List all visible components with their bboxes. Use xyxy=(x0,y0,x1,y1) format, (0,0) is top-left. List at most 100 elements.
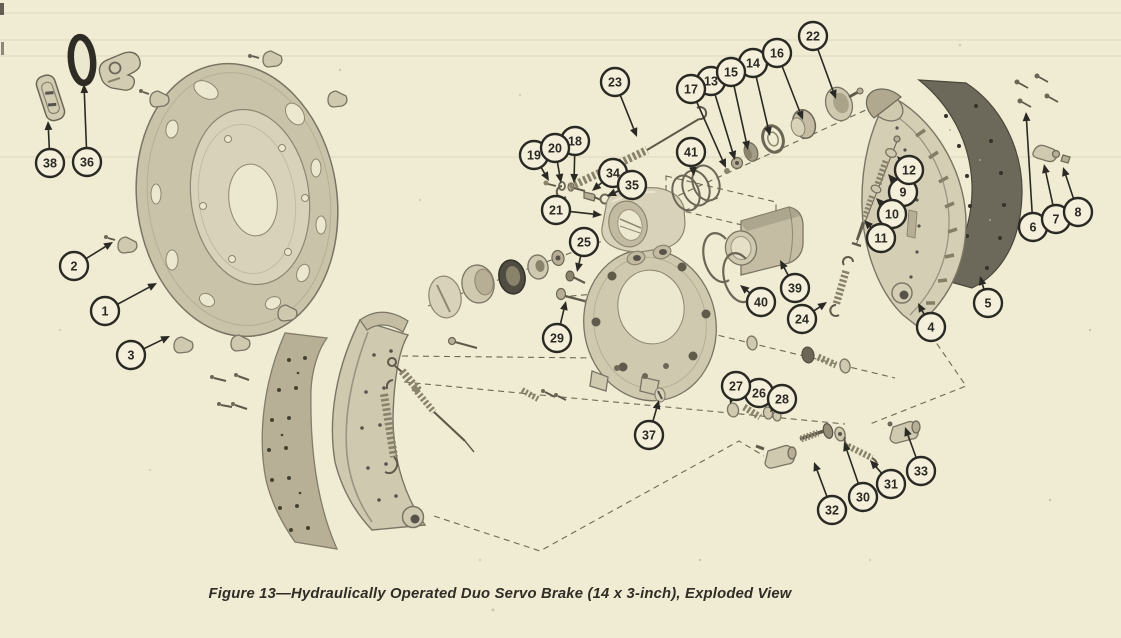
callout-2: 2 xyxy=(58,242,113,282)
svg-text:39: 39 xyxy=(788,282,802,296)
svg-text:16: 16 xyxy=(770,47,784,61)
callout-33: 33 xyxy=(904,427,937,487)
svg-text:31: 31 xyxy=(884,478,898,492)
brake-lining-left xyxy=(261,332,339,550)
callout-30: 30 xyxy=(843,442,879,513)
svg-text:35: 35 xyxy=(625,179,639,193)
svg-text:36: 36 xyxy=(80,156,94,170)
grommet xyxy=(67,33,97,87)
svg-text:29: 29 xyxy=(550,332,564,346)
sleeve-cylinder xyxy=(724,206,804,276)
svg-text:17: 17 xyxy=(684,83,698,97)
svg-text:19: 19 xyxy=(527,149,541,163)
shoe-hold-spring xyxy=(380,379,399,475)
svg-text:6: 6 xyxy=(1030,221,1037,235)
callout-8: 8 xyxy=(1062,167,1094,228)
callout-4: 4 xyxy=(915,303,947,343)
svg-text:30: 30 xyxy=(856,491,870,505)
callout-36: 36 xyxy=(71,84,103,178)
svg-text:25: 25 xyxy=(577,236,591,250)
svg-text:12: 12 xyxy=(902,164,916,178)
callout-11: 11 xyxy=(864,220,897,254)
svg-text:11: 11 xyxy=(874,232,887,246)
callout-39: 39 xyxy=(779,260,811,304)
svg-text:33: 33 xyxy=(914,465,928,479)
callout-31: 31 xyxy=(870,460,907,500)
bearing-seal-row xyxy=(428,249,565,319)
adjuster-assembly xyxy=(755,420,921,469)
callout-25: 25 xyxy=(568,226,600,272)
svg-text:24: 24 xyxy=(795,313,809,327)
callout-21: 21 xyxy=(540,194,602,226)
svg-text:26: 26 xyxy=(752,387,766,401)
svg-text:38: 38 xyxy=(43,157,57,171)
anchor-boss xyxy=(601,186,686,266)
svg-text:13: 13 xyxy=(704,75,718,89)
callout-22: 22 xyxy=(797,20,837,99)
svg-text:22: 22 xyxy=(806,30,820,44)
svg-text:14: 14 xyxy=(746,57,760,71)
callout-41: 41 xyxy=(675,136,707,176)
shoe-return-spring-small xyxy=(829,256,854,317)
wheel-cylinder-parts xyxy=(724,86,864,174)
svg-text:1: 1 xyxy=(102,305,109,319)
callout-24: 24 xyxy=(786,302,827,335)
callout-3: 3 xyxy=(115,336,170,371)
svg-text:3: 3 xyxy=(128,349,135,363)
svg-text:15: 15 xyxy=(724,66,738,80)
svg-text:27: 27 xyxy=(729,380,743,394)
callout-12: 12 xyxy=(893,154,925,186)
svg-text:2: 2 xyxy=(71,260,78,274)
backing-plate xyxy=(135,62,339,338)
callout-32: 32 xyxy=(813,462,848,526)
svg-text:10: 10 xyxy=(885,208,899,222)
figure-caption: Figure 13—Hydraulically Operated Duo Ser… xyxy=(208,586,792,602)
anchor-blocks xyxy=(104,50,348,354)
callout-1: 1 xyxy=(89,283,157,327)
svg-text:20: 20 xyxy=(548,142,562,156)
svg-text:4: 4 xyxy=(928,321,935,335)
svg-text:21: 21 xyxy=(549,204,563,218)
svg-text:28: 28 xyxy=(775,393,789,407)
callout-37: 37 xyxy=(633,400,665,451)
callout-35: 35 xyxy=(607,169,648,201)
callout-40: 40 xyxy=(740,285,777,318)
callout-17: 17 xyxy=(675,73,726,168)
callout-23: 23 xyxy=(599,66,638,137)
svg-text:8: 8 xyxy=(1075,206,1082,220)
hold-down-spring-chain xyxy=(851,135,901,248)
svg-text:40: 40 xyxy=(754,296,768,310)
callout-29: 29 xyxy=(541,301,573,354)
piston-rings xyxy=(671,164,721,212)
cable-assembly xyxy=(387,357,475,453)
svg-text:7: 7 xyxy=(1053,213,1060,227)
latch-casting xyxy=(98,51,141,91)
svg-text:37: 37 xyxy=(642,429,656,443)
callout-26: 26 xyxy=(743,377,775,409)
svg-text:5: 5 xyxy=(985,297,992,311)
brake-shoe-right xyxy=(861,88,967,327)
callout-38: 38 xyxy=(34,121,66,179)
brake-shoe-left xyxy=(331,311,427,531)
fasteners-top-right xyxy=(1014,73,1071,164)
shoe-screws xyxy=(210,373,250,410)
callout-19: 19 xyxy=(518,139,550,181)
callout-5: 5 xyxy=(972,276,1004,319)
callout-15: 15 xyxy=(715,56,750,150)
callout-27: 27 xyxy=(720,370,752,404)
callout-16: 16 xyxy=(761,37,804,120)
snap-rings xyxy=(702,232,750,304)
flange-bolt-rows xyxy=(520,335,851,422)
svg-text:9: 9 xyxy=(900,186,907,200)
svg-text:23: 23 xyxy=(608,76,622,90)
retainer-clip xyxy=(35,74,66,122)
svg-text:32: 32 xyxy=(825,504,839,518)
svg-text:41: 41 xyxy=(684,146,698,160)
callout-28: 28 xyxy=(766,383,798,415)
callout-10: 10 xyxy=(876,198,908,230)
callout-20: 20 xyxy=(539,132,571,183)
svg-text:18: 18 xyxy=(568,135,582,149)
